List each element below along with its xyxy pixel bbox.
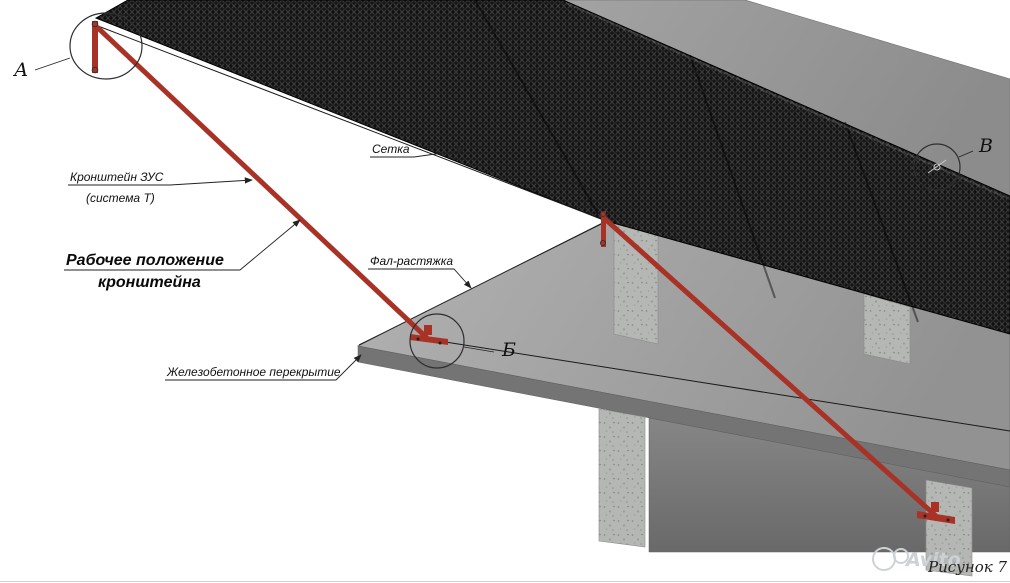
bracket-head-a [92,21,98,73]
bracket-strut-middle [603,217,938,518]
label-net: Сетка [372,142,410,156]
upper-column-left [613,220,659,345]
detail-letter-a: А [12,59,28,81]
net-edge-cable [97,25,605,221]
guy-cable-long [438,340,1010,432]
detail-circle-v [913,143,961,191]
guy-cable [358,222,604,346]
bracket-ring-middle-bottom [600,240,606,246]
mesh-fold-crease [689,54,776,299]
bracket-ring-a-bottom [91,66,99,74]
anchor-bolt [923,514,927,518]
leader-net-label [370,147,465,158]
lower-column-left [598,408,646,548]
leader-bracket-label [68,177,253,186]
net-hook-detail-v [933,163,941,171]
watermark-text: Avito [904,549,961,571]
anchor-bolt [416,337,420,341]
mesh-slab-edge-highlight [565,2,1008,199]
leader-letter-a [34,57,71,71]
figure-caption: Рисунок 7 [927,558,1007,576]
bracket-base-plate-right [917,511,955,524]
bracket-base-plate-b [410,334,448,345]
watermark-logo-circle [893,548,909,564]
bracket-base-upright-right [931,502,939,512]
detail-circle-a [69,12,143,80]
leader-letter-v [958,150,974,158]
label-working-position-line1: Рабочее положение [66,252,224,269]
upper-column-right [863,293,911,365]
bracket-base-upright-b [424,325,432,335]
detail-letter-b: Б [501,339,516,361]
bracket-strut-left [95,25,429,340]
detail-circle-b [409,313,465,369]
label-working-position-line2: кронштейна [98,274,201,291]
bracket-ring-middle-top [600,211,606,217]
leader-guy-label [368,268,472,289]
mesh-fold-crease [474,0,599,215]
leader-letter-b [463,346,495,353]
net-hook-detail-v-line [927,159,947,174]
label-bracket-line1: Кронштейн ЗУС [70,170,164,184]
leader-working-position [64,219,301,271]
anchor-bolt [946,518,950,522]
bracket-head-middle [601,211,606,247]
label-guy-line: Фал-растяжка [370,254,453,268]
detail-letter-v: В [978,135,993,157]
slab-underside [648,417,1010,553]
label-slab: Железобетонное перекрытие [166,365,341,379]
anchor-bolt [438,341,442,345]
bracket-ring-a-top [91,20,99,28]
leader-slab-label [165,354,362,381]
mesh-fold-crease [844,121,919,323]
label-bracket-line2: (система Т) [86,191,155,205]
